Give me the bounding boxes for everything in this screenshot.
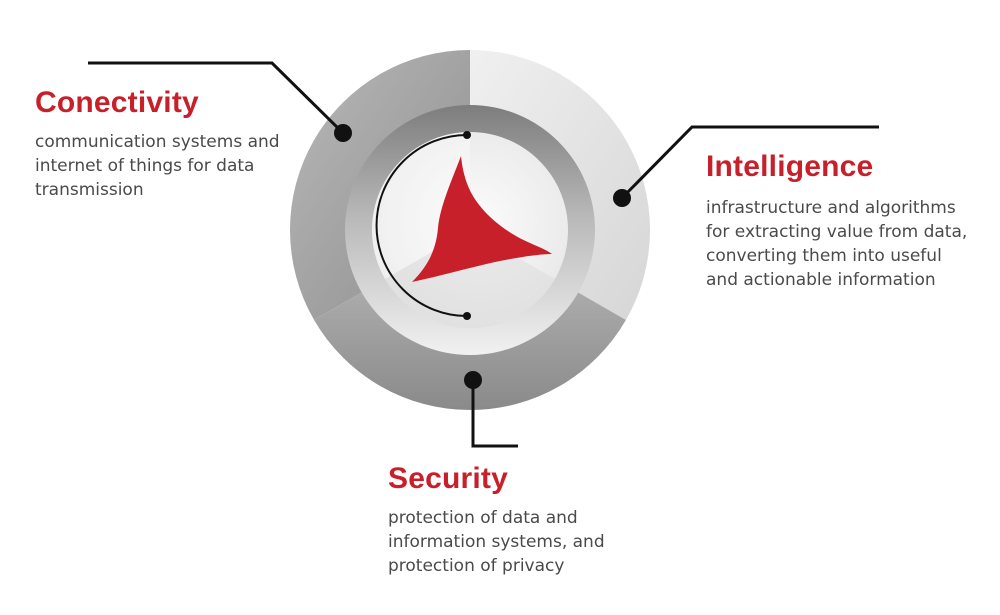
conectivity-block: Conectivity communication systems and in… bbox=[35, 86, 305, 202]
security-block: Security protection of data and informat… bbox=[388, 462, 628, 578]
security-title: Security bbox=[388, 462, 508, 495]
intelligence-description: infrastructure and algorithms for extrac… bbox=[706, 198, 968, 290]
conectivity-description: communication systems and internet of th… bbox=[35, 132, 280, 200]
connector-security bbox=[471, 380, 518, 448]
connector-conectivity-dot bbox=[334, 124, 352, 142]
security-description: protection of data and information syste… bbox=[388, 508, 605, 576]
inner-arc-dot-top bbox=[463, 131, 471, 139]
conectivity-title: Conectivity bbox=[35, 86, 199, 119]
connector-security-dot bbox=[464, 371, 482, 389]
connector-intelligence bbox=[620, 125, 879, 200]
inner-arc-dot-bottom bbox=[463, 312, 471, 320]
connector-conectivity bbox=[88, 61, 345, 135]
intelligence-title: Intelligence bbox=[706, 150, 874, 183]
connector-intelligence-dot bbox=[613, 189, 631, 207]
red-triangular-sail-logo-icon bbox=[412, 156, 552, 282]
intelligence-block: Intelligence infrastructure and algorith… bbox=[706, 150, 976, 292]
inner-arc-bracket bbox=[375, 134, 468, 317]
